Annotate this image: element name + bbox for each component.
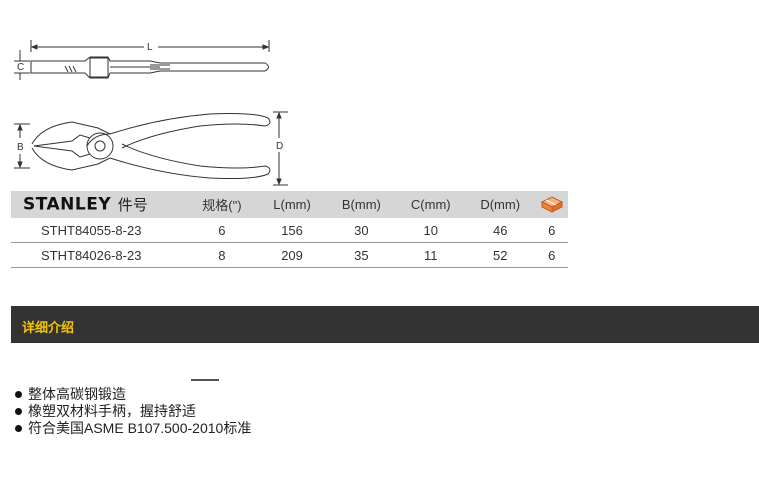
list-item: 符合美国ASME B107.500-2010标准 <box>14 420 251 437</box>
cell-B: 30 <box>326 218 397 243</box>
cell-L: 209 <box>257 242 327 268</box>
stanley-logo: STANLEY <box>23 194 112 215</box>
box-quantity-icon <box>540 196 563 213</box>
cell-C: 10 <box>396 218 466 243</box>
divider <box>191 379 219 381</box>
section-title: 详细介绍 <box>22 320 75 335</box>
cell-D: 46 <box>465 218 536 243</box>
list-item: 整体高碳钢锻造 <box>14 386 251 403</box>
dim-label-L: L <box>147 42 153 53</box>
feature-text: 整体高碳钢锻造 <box>28 386 126 402</box>
spec-table: STANLEY 件号 规格(") L(mm) B(mm) C(mm) D(mm)… <box>11 191 568 268</box>
cell-pack-qty: 6 <box>535 242 568 268</box>
cell-L: 156 <box>257 218 327 243</box>
dim-label-D: D <box>276 141 283 152</box>
cell-B: 35 <box>326 242 397 268</box>
dim-label-C: C <box>17 62 24 73</box>
spec-table-header: STANLEY 件号 规格(") L(mm) B(mm) C(mm) D(mm) <box>11 191 568 218</box>
header-size: 规格(") <box>202 198 242 213</box>
table-row: STHT84055-8-23 6 156 30 10 46 6 <box>11 218 568 243</box>
cell-C: 11 <box>396 242 466 268</box>
cell-pack-qty: 6 <box>535 218 568 243</box>
list-item: 橡塑双材料手柄，握持舒适 <box>14 403 251 420</box>
header-L: L(mm) <box>273 197 311 212</box>
table-row: STHT84026-8-23 8 209 35 11 52 6 <box>11 242 568 268</box>
details-section-bar: 详细介绍 <box>11 306 759 343</box>
cell-size: 8 <box>185 242 258 268</box>
bullet-icon <box>15 408 22 415</box>
header-D: D(mm) <box>480 197 521 212</box>
feature-text: 橡塑双材料手柄，握持舒适 <box>28 403 196 419</box>
cell-size: 6 <box>185 218 258 243</box>
dim-label-B: B <box>17 142 24 153</box>
bullet-icon <box>15 391 22 398</box>
feature-text: 符合美国ASME B107.500-2010标准 <box>28 420 252 436</box>
feature-list: 整体高碳钢锻造 橡塑双材料手柄，握持舒适 符合美国ASME B107.500-2… <box>14 386 251 437</box>
pliers-dimension-drawing: L C B D <box>14 40 288 186</box>
cell-D: 52 <box>465 242 536 268</box>
header-C: C(mm) <box>410 197 451 212</box>
bullet-icon <box>15 425 22 432</box>
cell-part-number: STHT84026-8-23 <box>11 242 186 268</box>
cell-part-number: STHT84055-8-23 <box>11 218 186 243</box>
header-part-number: 件号 <box>117 197 148 214</box>
header-B: B(mm) <box>341 197 381 212</box>
